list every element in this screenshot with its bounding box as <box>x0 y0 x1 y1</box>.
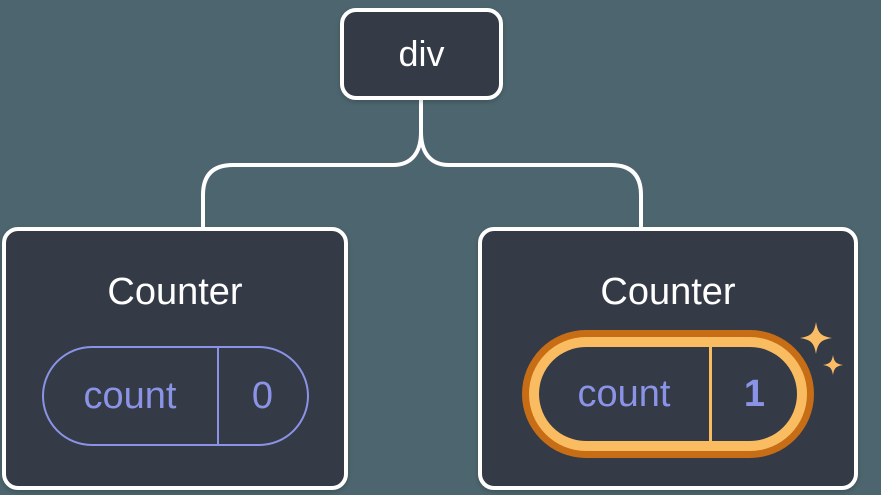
pill-divider <box>709 347 712 441</box>
connector-right-branch <box>419 130 643 230</box>
sparkle-small <box>823 355 843 375</box>
counter-node-left: Counter count 0 <box>2 227 348 490</box>
state-value: 0 <box>251 374 274 417</box>
pill-divider <box>216 348 219 444</box>
sparkle-large <box>800 322 832 354</box>
state-value: 1 <box>743 372 766 415</box>
state-pill: count 1 <box>539 347 797 441</box>
root-node-label: div <box>398 33 445 74</box>
state-pill-highlight-ring-inner: count 1 <box>529 337 807 451</box>
root-node-div: div <box>340 8 503 100</box>
counter-title: Counter <box>600 271 736 313</box>
state-pill: count 0 <box>41 346 309 446</box>
state-pill-highlight-ring: count 1 <box>522 330 814 458</box>
connector-left-branch <box>201 98 423 230</box>
state-key-label: count <box>577 372 671 415</box>
sparkles-icon <box>800 322 843 375</box>
state-key-label: count <box>83 374 177 417</box>
counter-title: Counter <box>107 271 243 313</box>
counter-node-right: Counter count 1 <box>478 227 858 490</box>
